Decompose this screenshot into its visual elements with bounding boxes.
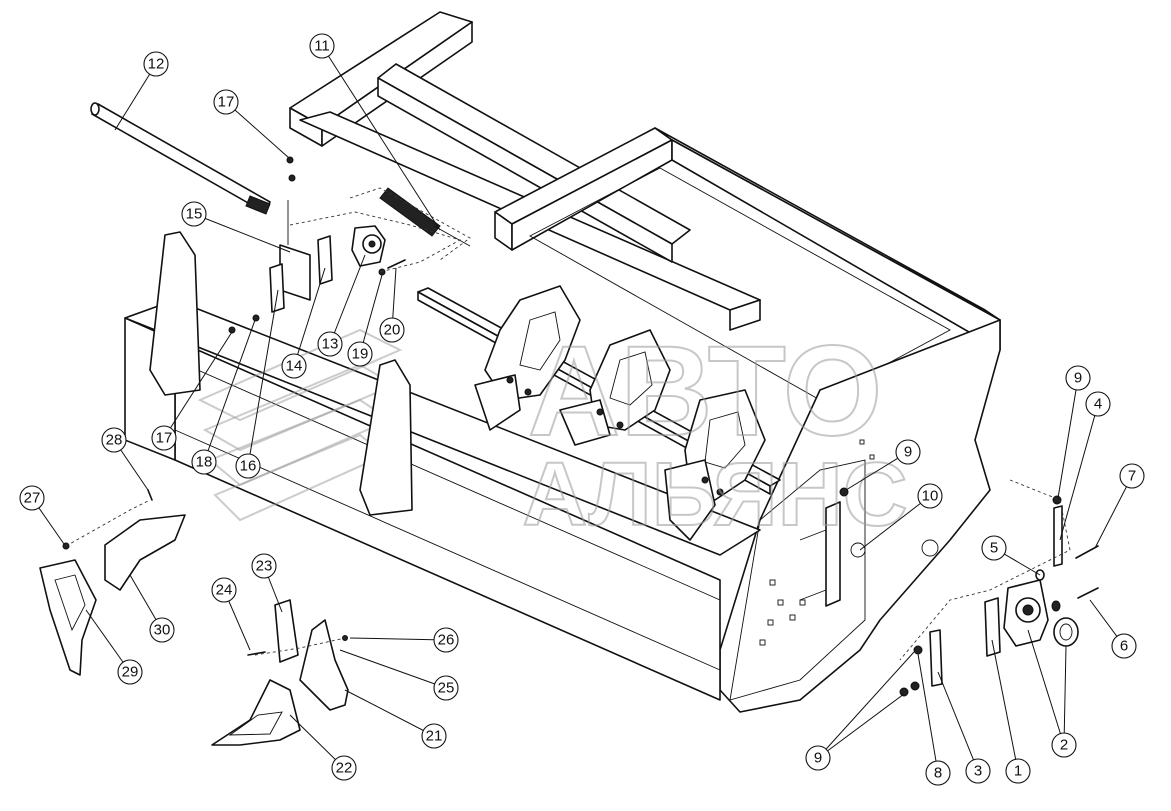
callout-12: 12 (143, 51, 169, 77)
callout-label: 5 (990, 540, 998, 557)
callout-9-mid: 9 (895, 439, 921, 465)
part-mid-bracket (359, 359, 413, 516)
part-nuts-8-9 (839, 487, 923, 697)
callout-26: 26 (433, 627, 459, 653)
part-strap-4 (1052, 495, 1063, 567)
callout-label: 18 (196, 454, 213, 471)
callout-label: 15 (186, 206, 203, 223)
callout-label: 12 (148, 56, 165, 73)
part-bearing-housing-2 (1003, 579, 1079, 647)
callout-label: 21 (426, 728, 443, 745)
tine-cluster-2 (559, 329, 671, 446)
rotor-shaft-assembly (417, 285, 781, 541)
callout-label: 11 (314, 38, 330, 55)
part-bracket-15 (279, 156, 311, 301)
callout-14: 14 (281, 353, 307, 379)
callout-label: 9 (1074, 370, 1082, 387)
part-strap-3 (929, 629, 943, 687)
callout-23: 23 (251, 553, 277, 579)
part-bolt-28 (147, 489, 153, 501)
part-splined-shaft-11 (379, 187, 471, 247)
callout-label: 23 (256, 558, 273, 575)
callout-label: 17 (156, 430, 173, 447)
part-nuts-17-18 (228, 314, 260, 334)
part-bracket-30 (104, 514, 186, 591)
callout-label: 6 (1120, 638, 1128, 655)
frame-assembly (124, 11, 1001, 713)
callout-13: 13 (317, 331, 343, 357)
callout-label: 8 (934, 765, 942, 782)
callout-3: 3 (965, 758, 991, 784)
callout-30: 30 (149, 617, 175, 643)
callout-27: 27 (19, 485, 45, 511)
callout-11: 11 (309, 33, 335, 59)
part-plate-16 (269, 263, 285, 313)
callout-19: 19 (347, 341, 373, 367)
callout-label: 19 (352, 346, 369, 363)
callout-label: 1 (1014, 763, 1022, 780)
side-plate-holes (759, 439, 939, 646)
callout-1: 1 (1005, 758, 1031, 784)
callout-label: 26 (438, 632, 455, 649)
callout-24: 24 (211, 577, 237, 603)
watermark-line1: АВТО (528, 320, 883, 463)
part-plate-23 (274, 599, 299, 663)
callout-29: 29 (117, 659, 143, 685)
part-bolt-24 (247, 651, 266, 656)
watermark-line2: АЛЬЯНС (522, 445, 907, 545)
callout-label: 7 (1128, 468, 1136, 485)
callout-label: 25 (438, 680, 455, 697)
callout-label: 24 (216, 582, 233, 599)
callout-2: 2 (1051, 732, 1077, 758)
callout-17-lower: 17 (151, 425, 177, 451)
callout-label: 3 (974, 763, 982, 780)
callout-6: 6 (1111, 633, 1137, 659)
callout-label: 4 (1094, 396, 1102, 413)
callout-label: 29 (122, 664, 139, 681)
tine-cluster-1 (474, 285, 581, 431)
callout-9-lower: 9 (805, 745, 831, 771)
callout-label: 2 (1060, 737, 1068, 754)
part-bearing-13 (351, 225, 386, 267)
callout-7: 7 (1119, 463, 1145, 489)
callout-label: 10 (922, 488, 939, 505)
callout-10: 10 (917, 483, 943, 509)
callout-9-right: 9 (1065, 365, 1091, 391)
callout-label: 28 (106, 432, 123, 449)
callout-25: 25 (433, 675, 459, 701)
callout-22: 22 (331, 755, 357, 781)
part-bolt-20 (378, 259, 406, 276)
part-plate-14 (317, 235, 333, 285)
callout-17-upper: 17 (213, 89, 239, 115)
callout-4: 4 (1085, 391, 1111, 417)
callout-label: 16 (240, 458, 257, 475)
callout-20: 20 (379, 317, 405, 343)
callout-label: 27 (24, 490, 41, 507)
callout-label: 22 (336, 760, 353, 777)
part-left-bracket (149, 231, 201, 396)
part-shaft-12 (90, 102, 271, 215)
part-tine-22 (211, 679, 301, 746)
callout-label: 30 (154, 622, 171, 639)
callout-16: 16 (235, 453, 261, 479)
callout-28: 28 (101, 427, 127, 453)
callout-15: 15 (181, 201, 207, 227)
part-tine-21 (299, 619, 349, 711)
callout-8: 8 (925, 760, 951, 786)
leader-lines (31, 45, 1133, 774)
callout-5: 5 (981, 535, 1007, 561)
part-plate-1 (984, 597, 1001, 657)
callout-label: 9 (904, 444, 912, 461)
callout-label: 17 (218, 94, 235, 111)
callout-label: 20 (384, 322, 401, 339)
callout-label: 14 (286, 358, 303, 375)
callout-18: 18 (191, 449, 217, 475)
part-tine-29 (39, 559, 97, 676)
callout-label: 13 (322, 336, 339, 353)
callout-label: 9 (814, 750, 822, 767)
part-bolts-5-6-7 (1035, 545, 1099, 612)
callout-21: 21 (421, 723, 447, 749)
